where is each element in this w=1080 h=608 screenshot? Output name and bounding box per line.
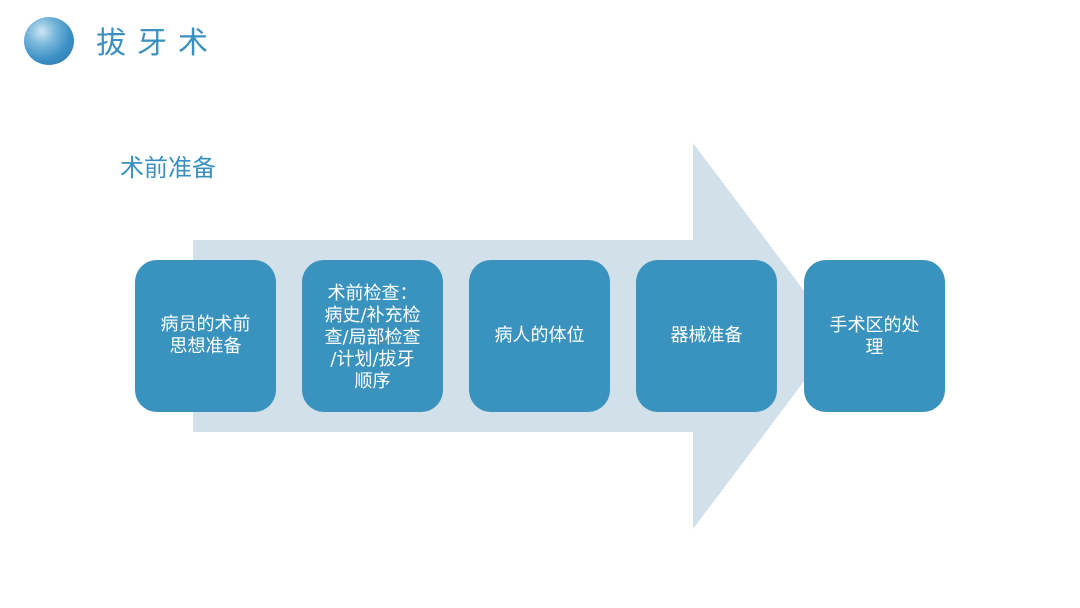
page-title: 拔牙术 [96,26,219,61]
title-bullet-icon [24,17,74,65]
step-box-preoperative-exam: 术前检查： 病史/补充检 查/局部检查 /计划/拔牙 顺序 [302,260,443,412]
step-box-instrument-preparation: 器械准备 [636,260,777,412]
section-title: 术前准备 [120,154,216,182]
step-box-surgical-site: 手术区的处 理 [804,260,945,412]
step-box-mental-preparation: 病员的术前 思想准备 [135,260,276,412]
step-box-patient-position: 病人的体位 [469,260,610,412]
